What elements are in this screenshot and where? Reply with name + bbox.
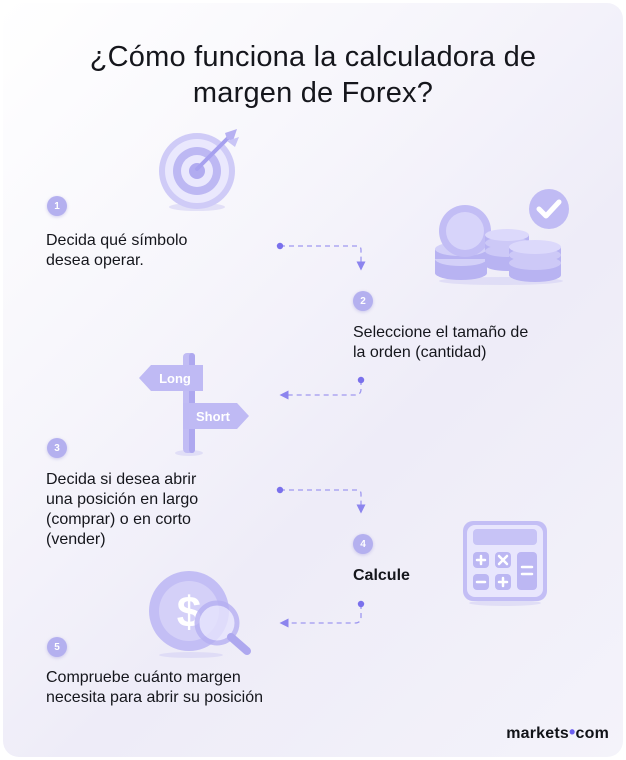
connector-4-to-5 [279,604,362,628]
flow-connectors [276,242,366,628]
title-line-1: ¿Cómo funciona la calculadora de [89,41,537,73]
connector-2-to-3 [279,380,362,400]
step-5-text: Compruebe cuánto margen necesita para ab… [46,669,264,706]
step-1-badge: 1 [47,196,67,216]
step-4-text: Calcule [353,567,410,584]
title-line-2: margen de Forex? [192,77,434,109]
step-2-badge: 2 [353,291,373,311]
infographic-card: ¿Cómo funciona la calculadora de margen … [3,3,623,757]
logo-dot: • [568,722,576,742]
step-5-badge: 5 [47,637,67,657]
connector-3-to-4 [280,489,366,514]
coins-check-icon [435,189,569,285]
signpost-long-label: Long [159,371,191,386]
step-1-text: Decida qué símbolo desea operar. [46,232,188,269]
page-title: ¿Cómo funciona la calculadora de margen … [3,39,623,111]
markets-com-logo: markets•com [506,722,609,742]
signpost-icon: Long Short [139,353,249,456]
target-icon [159,129,239,211]
step-3-text: Decida si desea abrir una posición en la… [46,471,199,548]
step-3-badge: 3 [47,438,67,458]
connector-1-to-2 [280,245,366,271]
step-4-badge: 4 [353,534,373,554]
signpost-short-label: Short [196,409,231,424]
dollar-coin-magnifier-icon: $ [149,571,251,658]
calculator-icon [463,521,547,606]
step-2-text: Seleccione el tamaño de la orden (cantid… [353,324,529,361]
